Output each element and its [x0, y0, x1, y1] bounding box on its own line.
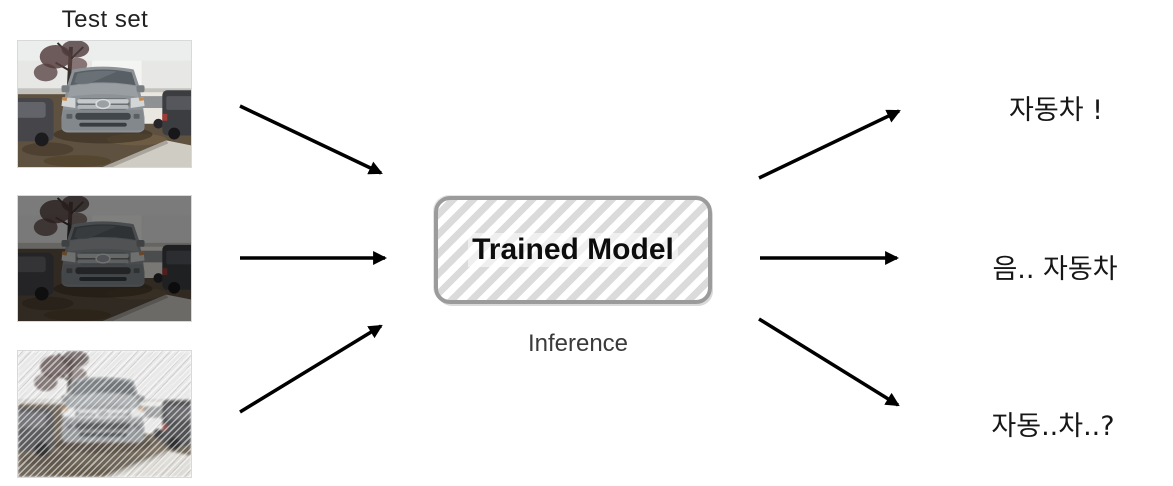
test-set-label: Test set — [61, 6, 149, 33]
trained-model-label: Trained Model — [468, 233, 678, 267]
arrow-output-3 — [758, 317, 900, 407]
test-image-distorted — [17, 350, 192, 478]
inference-caption: Inference — [527, 330, 629, 357]
car-photo-illustration — [18, 41, 191, 167]
arrow-input-1 — [239, 104, 383, 175]
output-prediction-uncertain: 자동..차..? — [991, 411, 1115, 442]
arrow-output-1 — [758, 109, 901, 180]
output-prediction-confident: 자동차 ! — [1009, 95, 1103, 126]
test-image-original — [17, 40, 192, 168]
output-prediction-hesitant: 음.. 자동차 — [992, 254, 1118, 285]
car-photo-illustration — [18, 351, 191, 477]
trained-model-box: Trained Model — [434, 196, 712, 304]
car-photo-illustration — [18, 196, 191, 321]
test-image-darkened — [17, 195, 192, 322]
arrow-input-3 — [239, 324, 383, 414]
